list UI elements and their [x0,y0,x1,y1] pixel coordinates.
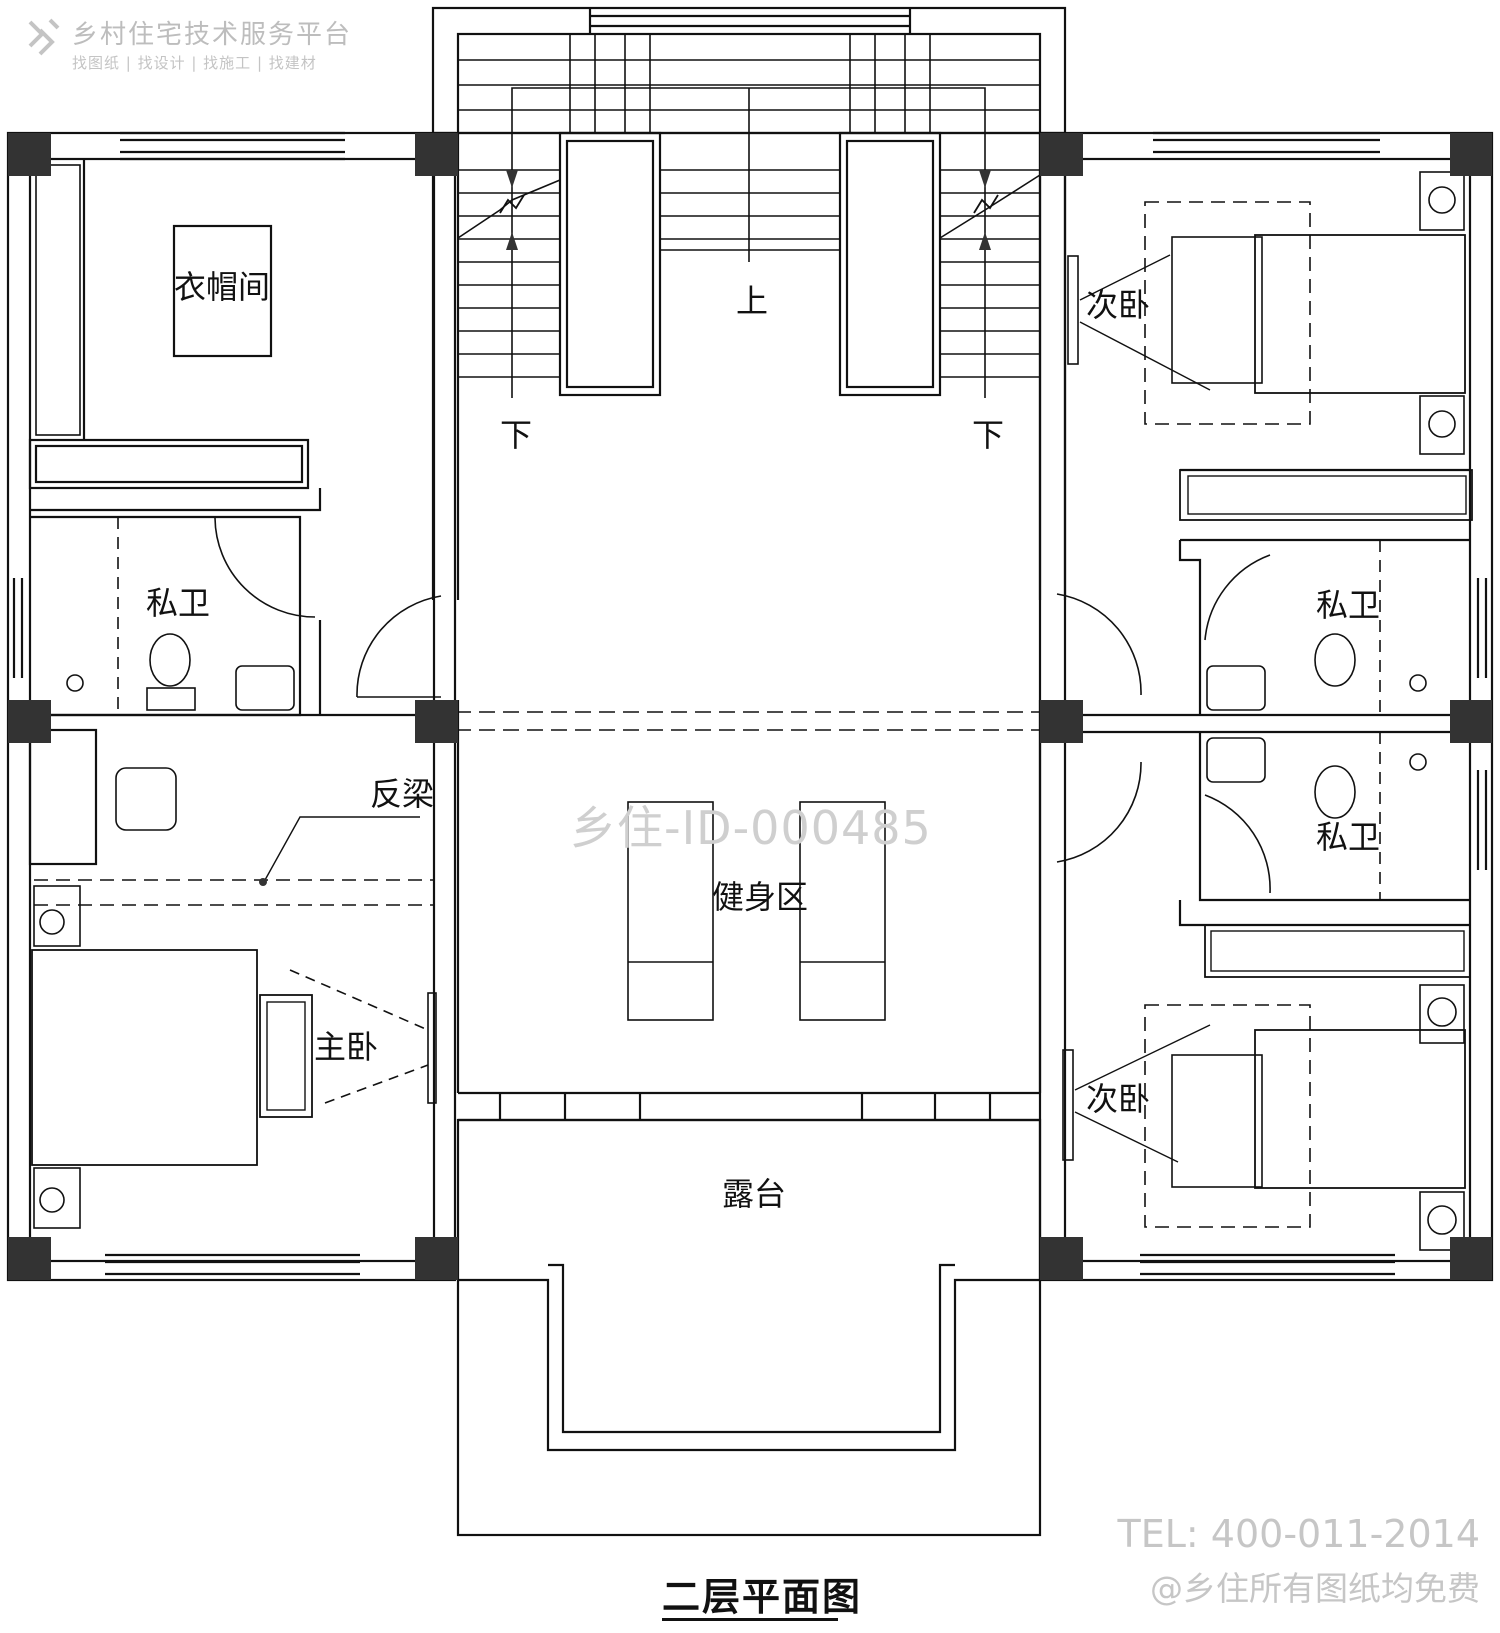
label-stair-up: 上 [736,282,768,320]
column [8,700,51,743]
stair-arrow-icon [506,170,518,188]
bed-top [1254,234,1466,394]
column [8,133,51,176]
column [1450,700,1492,743]
column [1450,133,1492,176]
watermark-plan-id: 乡住-ID-000485 [570,801,932,855]
cloakroom-island [172,224,273,358]
beam-note-dot [259,878,267,886]
stair-arrow-icon [979,170,991,188]
stair-landing-left [558,131,662,397]
watermark-brand: 乡村住宅技术服务平台 [72,20,353,50]
label-terrace: 露台 [722,1175,786,1213]
title-underline [662,1618,838,1621]
label-bedroom-top: 次卧 [1086,286,1150,324]
label-master-bedroom: 主卧 [314,1028,378,1066]
watermark-tel: TEL: 400-011-2014 [1117,1512,1480,1556]
watermark-free-note: @乡住所有图纸均免费 [1150,1569,1480,1608]
label-bath-master: 私卫 [146,584,210,622]
stair-arrow-icon [979,232,991,250]
label-stair-down-left: 下 [500,416,532,454]
label-bedroom-bottom: 次卧 [1086,1080,1150,1118]
watermark-slogan: 找图纸 | 找设计 | 找施工 | 找建材 [72,54,317,72]
column [415,1237,458,1280]
treadmill-right [799,801,886,1021]
column [1040,133,1083,176]
column [1450,1237,1492,1280]
master-bed [31,949,258,1166]
drawing-title: 二层平面图 [662,1574,863,1619]
column [1040,1237,1083,1280]
terrace-outline [456,1118,1042,1537]
label-bath-right-top: 私卫 [1316,586,1380,624]
label-beam-note: 反梁 [370,775,434,813]
stair-landing-right [838,131,942,397]
label-fitness: 健身区 [712,878,808,916]
left-wing-inner-wall [28,157,436,1263]
label-stair-down-right: 下 [972,416,1004,454]
column [415,700,458,743]
column [415,133,458,176]
label-bath-right-bottom: 私卫 [1316,818,1380,856]
treadmill-left [627,801,714,1021]
column [1040,700,1083,743]
column [8,1237,51,1280]
brand-logo-icon [28,18,60,56]
bed-bottom [1254,1029,1466,1189]
stair-arrow-icon [506,232,518,250]
label-cloakroom: 衣帽间 [174,268,270,306]
